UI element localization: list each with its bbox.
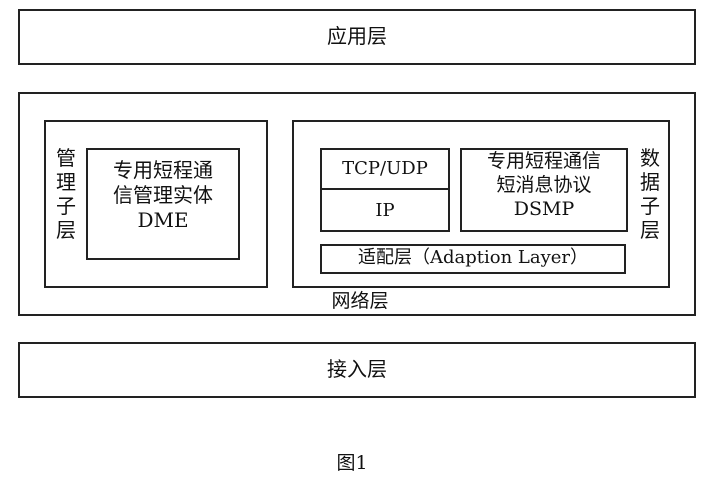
network-layer-label: 网络层: [331, 290, 389, 312]
management-entity-box: [86, 148, 240, 260]
ip-label: IP: [375, 200, 395, 221]
data-sublayer-label: 数 据 子 层: [640, 146, 660, 242]
access-layer-label: 接入层: [327, 357, 387, 381]
dsmp-box: [460, 148, 628, 232]
adaption-layer-box: [320, 244, 626, 274]
figure-caption: 图1: [336, 452, 368, 474]
application-layer-box: [18, 9, 696, 65]
access-layer-box: [18, 342, 696, 398]
application-layer-label: 应用层: [327, 24, 387, 48]
ip-box: [320, 188, 450, 232]
dsmp-label: 专用短程通信 短消息协议 DSMP: [486, 150, 601, 220]
management-entity-label: 专用短程通 信管理实体 DME: [113, 158, 213, 232]
management-sublayer-label: 管 理 子 层: [56, 146, 76, 242]
tcp-udp-label: TCP/UDP: [342, 158, 428, 179]
adaption-layer-label: 适配层（Adaption Layer）: [357, 247, 589, 268]
